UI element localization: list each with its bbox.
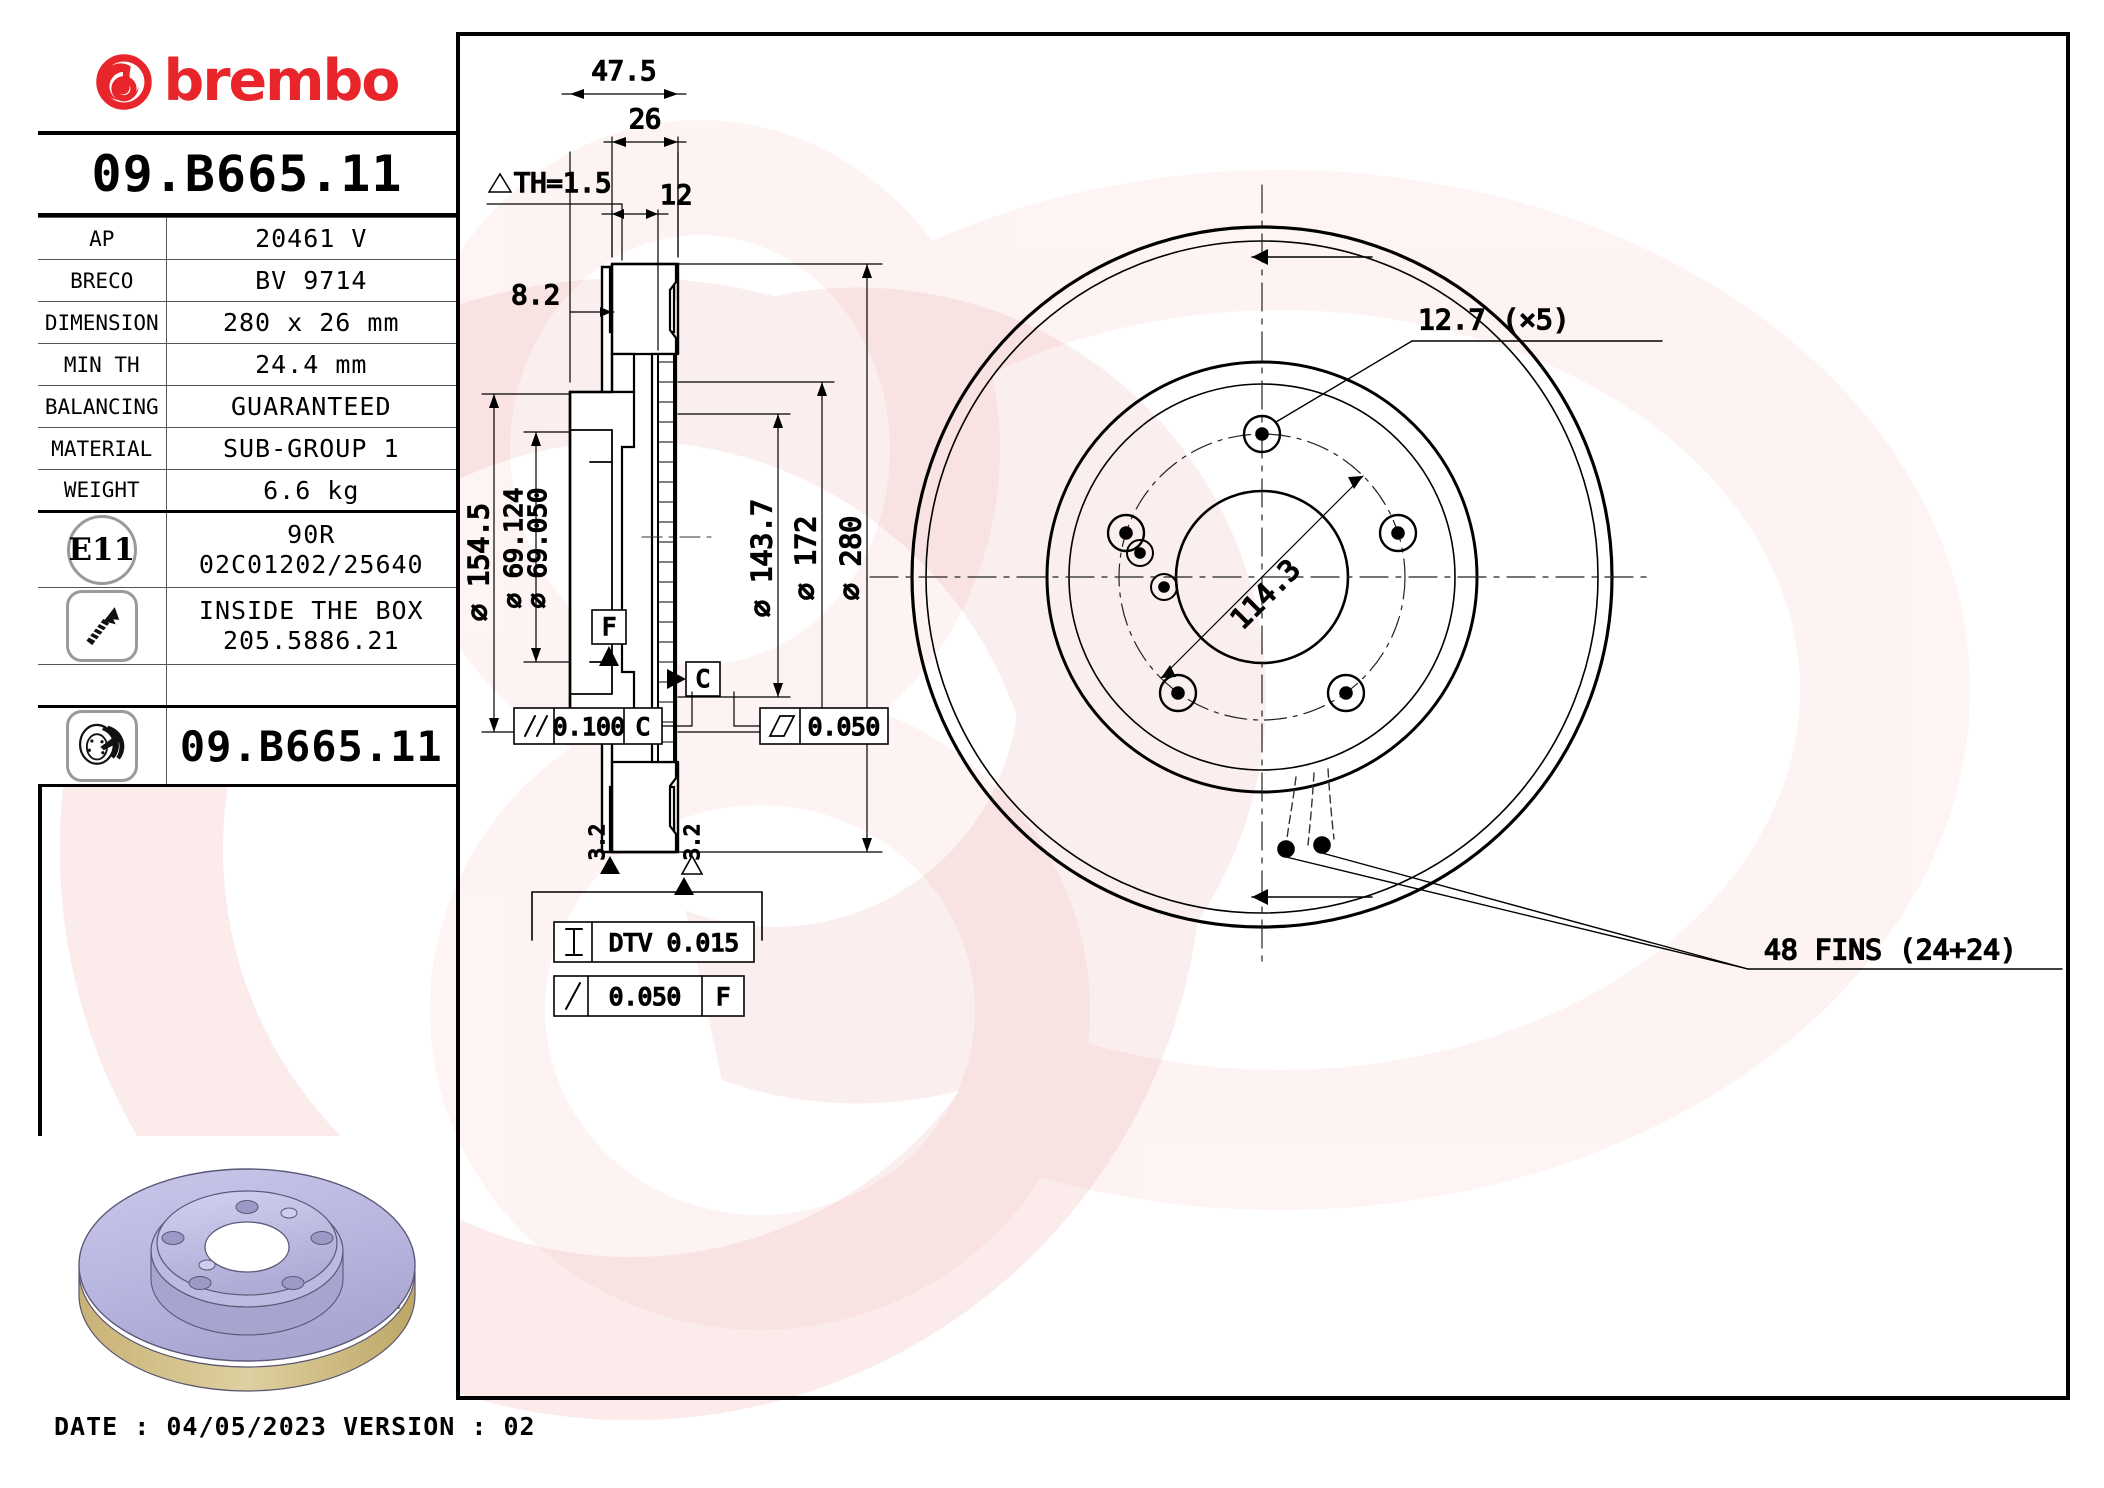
spec-key: DIMENSION bbox=[38, 301, 167, 344]
spec-value: 280 x 26 mm bbox=[166, 301, 456, 344]
brake-disc-icon-cell bbox=[38, 705, 167, 787]
dim-flange-thickness: 12 bbox=[660, 180, 693, 211]
disc-part-number: 09.B665.11 bbox=[166, 705, 456, 787]
version-value: 02 bbox=[503, 1412, 536, 1441]
date-value: 04/05/2023 bbox=[166, 1412, 327, 1441]
spec-key: WEIGHT bbox=[38, 469, 167, 512]
spec-key: MATERIAL bbox=[38, 427, 167, 470]
dim-fins: 48 FINS (24+24) bbox=[1764, 933, 2017, 966]
dim-overall-width: 47.5 bbox=[591, 56, 656, 87]
tol-flatness-value: 0.050 bbox=[808, 713, 880, 741]
footer-date-version: DATE : 04/05/2023 VERSION : 02 bbox=[54, 1412, 536, 1441]
table-row-blank bbox=[38, 664, 456, 707]
blank-cell-right bbox=[166, 664, 456, 707]
specs-table: AP 20461 V BRECO BV 9714 DIMENSION 280 x… bbox=[38, 217, 456, 787]
product-photo-cell bbox=[38, 1136, 456, 1400]
technical-drawing: 47.5 26 TH=1.5 bbox=[462, 55, 2063, 1017]
dim-th-tolerance: TH=1.5 bbox=[514, 168, 612, 199]
datum-f: F bbox=[602, 613, 616, 641]
e11-approval-icon: E11 bbox=[66, 515, 137, 585]
accessory-line2: 205.5886.21 bbox=[222, 626, 400, 655]
homologation-codes: 90R 02C01202/25640 bbox=[166, 510, 456, 588]
tol-parallelism-value: 0.100 bbox=[553, 713, 625, 741]
table-row-accessory: INSIDE THE BOX 205.5886.21 bbox=[38, 587, 456, 665]
date-label: DATE : bbox=[54, 1412, 151, 1441]
spec-key: BRECO bbox=[38, 259, 167, 302]
disc-part-number-value: 09.B665.11 bbox=[179, 721, 443, 771]
spec-value: GUARANTEED bbox=[166, 385, 456, 428]
table-row: BRECO BV 9714 bbox=[38, 259, 456, 302]
accessory-line1: INSIDE THE BOX bbox=[198, 595, 424, 625]
spec-value: BV 9714 bbox=[166, 259, 456, 302]
part-number-header: 09.B665.11 bbox=[38, 135, 456, 217]
dim-bolt-hole-dia: 12.7 (×5) bbox=[1418, 303, 1570, 336]
blank-cell-left bbox=[38, 664, 167, 707]
table-row-homologation: E11 90R 02C01202/25640 bbox=[38, 510, 456, 588]
brake-disc-render bbox=[78, 1168, 416, 1392]
homologation-line2: 02C01202/25640 bbox=[198, 550, 424, 579]
spec-value: SUB-GROUP 1 bbox=[166, 427, 456, 470]
dim-inner-dia: ∅ 143.7 bbox=[745, 499, 778, 617]
screw-icon bbox=[65, 590, 138, 662]
homologation-line1: 90R bbox=[287, 519, 336, 549]
dim-chamfer-left: 3.2 bbox=[585, 824, 609, 860]
dim-hub-dia-min: ∅ 69.050 bbox=[523, 488, 552, 608]
info-panel: brembo 09.B665.11 AP 20461 V BRECO BV 97… bbox=[38, 32, 460, 1400]
datum-c: C bbox=[696, 665, 710, 693]
part-number-value: 09.B665.11 bbox=[91, 145, 403, 203]
brake-disc-icon bbox=[65, 710, 138, 782]
spec-value: 6.6 kg bbox=[166, 469, 456, 512]
table-row: WEIGHT 6.6 kg bbox=[38, 469, 456, 512]
dim-hub-dia-max: ∅ 69.124 bbox=[499, 488, 528, 608]
brand-name: brembo bbox=[163, 48, 401, 114]
spec-key: AP bbox=[38, 217, 167, 260]
table-row: DIMENSION 280 x 26 mm bbox=[38, 301, 456, 344]
e11-approval-cell: E11 bbox=[38, 510, 167, 588]
tol-runout-value: 0.050 bbox=[609, 983, 681, 1011]
table-row: MATERIAL SUB-GROUP 1 bbox=[38, 427, 456, 470]
tol-runout-datum: F bbox=[716, 983, 730, 1011]
spec-key: BALANCING bbox=[38, 385, 167, 428]
table-row: BALANCING GUARANTEED bbox=[38, 385, 456, 428]
screw-icon-cell bbox=[38, 587, 167, 665]
dim-bolt-circle: 114.3 bbox=[1224, 553, 1307, 636]
tol-dtv-value: DTV 0.015 bbox=[609, 929, 739, 957]
accessory-text: INSIDE THE BOX 205.5886.21 bbox=[166, 587, 456, 665]
dim-hat-offset: 8.2 bbox=[511, 280, 560, 311]
dim-outer-dia: ∅ 280 bbox=[834, 516, 867, 600]
dim-swept-dia: ∅ 172 bbox=[789, 516, 822, 600]
brembo-logo-icon bbox=[95, 53, 152, 110]
version-label: VERSION : bbox=[342, 1412, 488, 1441]
brand-logo-cell: brembo bbox=[38, 32, 456, 135]
table-row: MIN TH 24.4 mm bbox=[38, 343, 456, 386]
spec-value: 24.4 mm bbox=[166, 343, 456, 386]
spec-value: 20461 V bbox=[166, 217, 456, 260]
dim-flange-dia: ∅ 154.5 bbox=[462, 503, 495, 621]
dim-hat-width: 26 bbox=[629, 104, 662, 135]
table-row-disc: 09.B665.11 bbox=[38, 705, 456, 787]
spec-key: MIN TH bbox=[38, 343, 167, 386]
table-row: AP 20461 V bbox=[38, 217, 456, 260]
tol-parallelism-datum: C bbox=[636, 713, 650, 741]
